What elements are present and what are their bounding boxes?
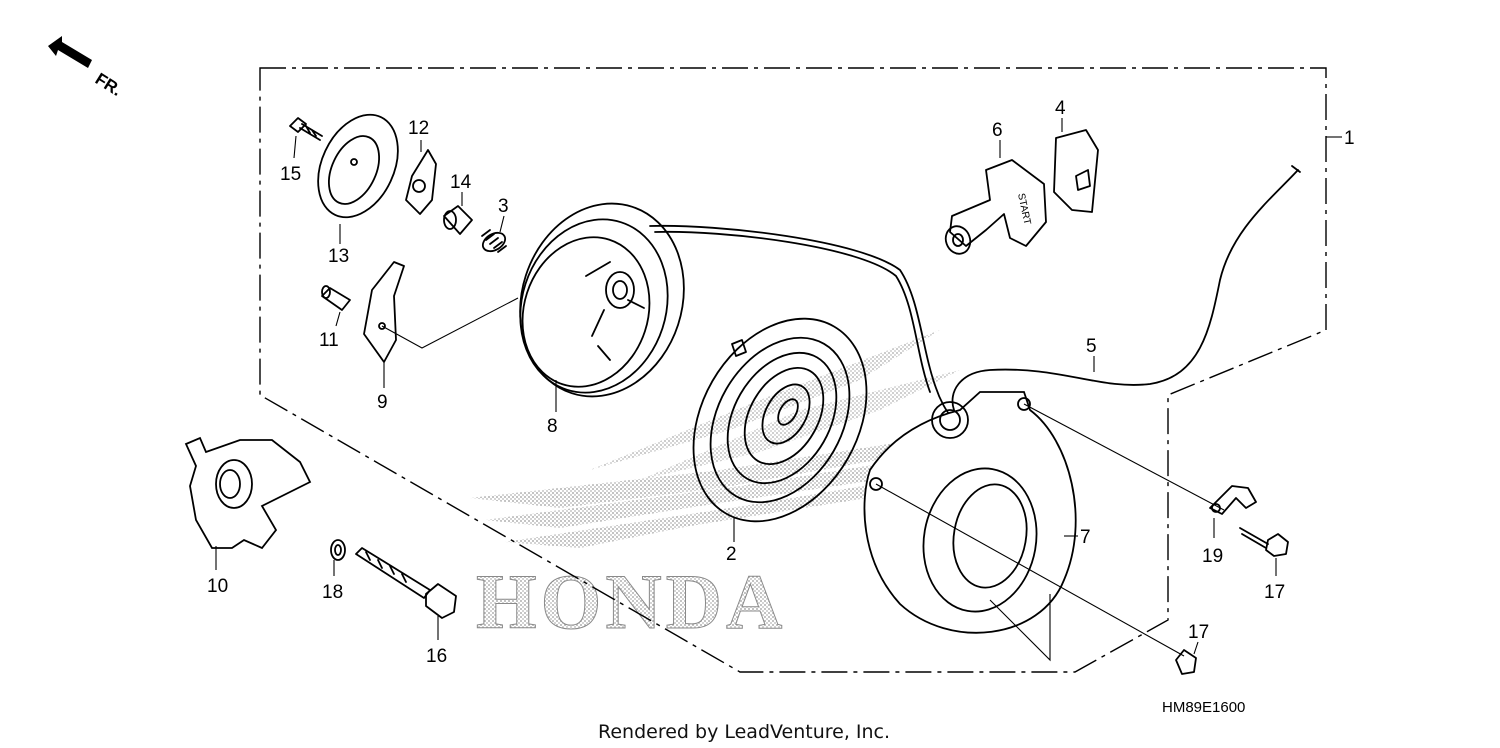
part-5-rope-edge [654, 230, 931, 393]
part-3-friction-spring [481, 215, 507, 253]
callout-16: 16 [426, 646, 447, 667]
front-direction-label: FR. [92, 69, 125, 100]
callout-6: 6 [992, 120, 1003, 141]
part-2-recoil-spring [692, 317, 868, 542]
callout-18: 18 [322, 582, 343, 603]
part-5-starter-rope [649, 169, 1299, 420]
callout-1: 1 [1344, 128, 1355, 149]
part-14-collar [443, 192, 473, 235]
part-12-ratchet-guide [405, 140, 437, 215]
part-17-bolt-lower [1175, 641, 1199, 675]
callout-3: 3 [498, 196, 509, 217]
part-15-bolt [289, 117, 323, 159]
part-6-start-grip [944, 140, 1047, 255]
part-8-reel [519, 202, 685, 412]
assembly-boundary [259, 67, 1327, 673]
callout-5: 5 [1086, 336, 1097, 357]
callout-10: 10 [207, 576, 228, 597]
part-16-flange-bolt [355, 547, 457, 640]
callout-2: 2 [726, 544, 737, 565]
front-direction-arrow-icon [48, 36, 92, 68]
part-10-starter-pulley [184, 436, 312, 570]
callout-9: 9 [377, 392, 388, 413]
render-credit: Rendered by LeadVenture, Inc. [598, 721, 890, 743]
start-grip-lettering: START [1015, 192, 1032, 225]
callout-15: 15 [280, 164, 301, 185]
part-18-washer [330, 539, 346, 576]
part-9-ratchet [363, 261, 519, 388]
diagram-code: HM89E1600 [1162, 699, 1245, 716]
callout-11: 11 [319, 330, 339, 351]
part-17-bolt-upper [1239, 527, 1289, 576]
callout-19: 19 [1202, 546, 1223, 567]
callout-17-upper: 17 [1264, 582, 1285, 603]
part-5-rope-end [1291, 165, 1301, 173]
callout-4: 4 [1055, 98, 1066, 119]
part-13-cover-plate [317, 113, 399, 244]
callout-14: 14 [450, 172, 472, 193]
callout-labels: 1 2 3 4 5 6 7 8 9 10 11 12 13 14 15 16 1… [207, 98, 1355, 667]
callout-7: 7 [1080, 527, 1091, 548]
part-7-starter-case [863, 391, 1225, 662]
part-4-grip-insert [1053, 118, 1099, 213]
callout-17-lower: 17 [1188, 622, 1209, 643]
part-11-pin [321, 285, 351, 327]
honda-watermark-text: HONDA [476, 558, 786, 645]
callout-8: 8 [547, 416, 558, 437]
callout-13: 13 [328, 246, 349, 267]
part-19-rope-clamp [1209, 485, 1257, 538]
callout-12: 12 [408, 118, 429, 139]
honda-wing-watermark [470, 330, 980, 548]
